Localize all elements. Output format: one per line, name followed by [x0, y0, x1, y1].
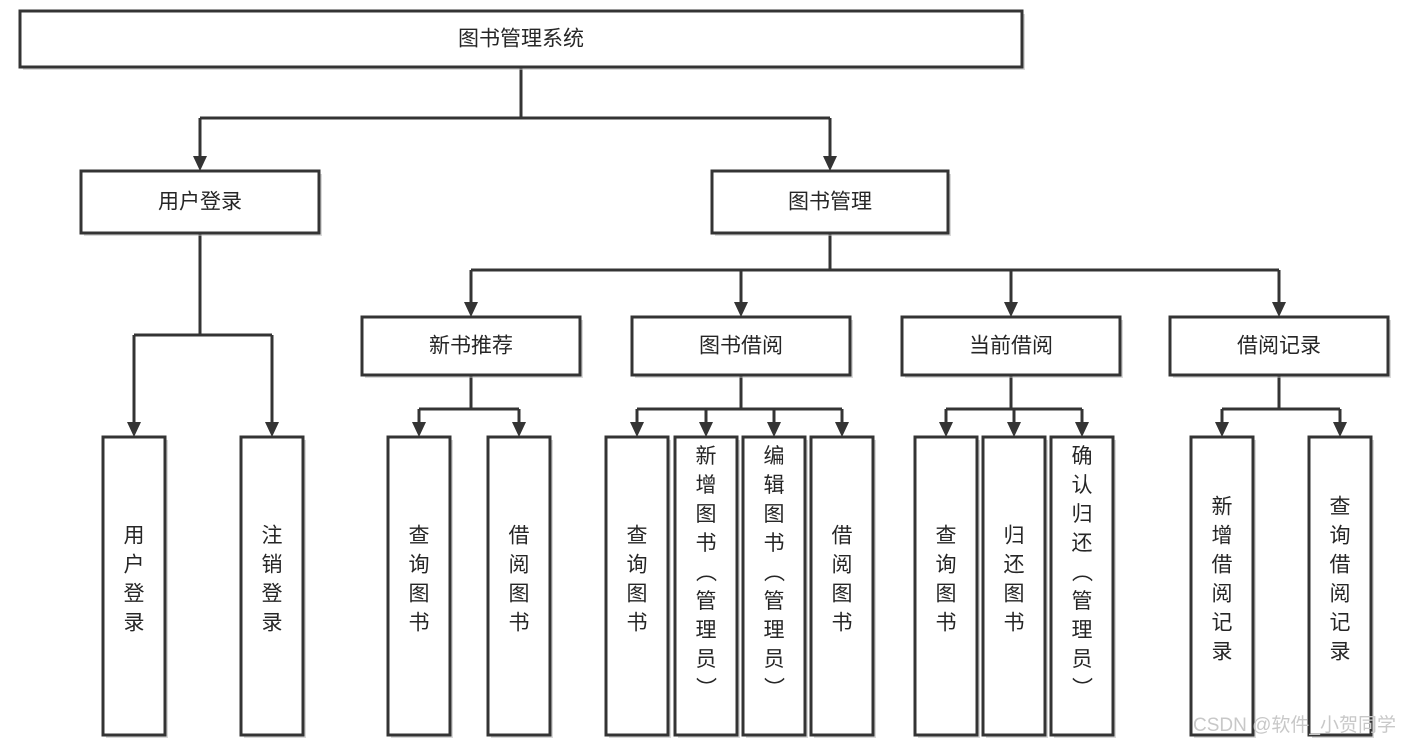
connector-arrowhead [1007, 422, 1021, 437]
node-label: 归还图书 [1004, 525, 1025, 635]
node-current-return-book[interactable]: 归还图书 [981, 435, 1048, 738]
connector-arrowhead [835, 422, 849, 437]
node-label: 借阅图书 [509, 525, 530, 635]
node-box[interactable] [360, 315, 582, 377]
node-box[interactable] [809, 435, 875, 737]
nodes-layer: 图书管理系统用户登录用户登录注销登录图书管理新书推荐查询图书借阅图书图书借阅查询… [18, 9, 1391, 738]
node-root[interactable]: 图书管理系统 [18, 9, 1025, 70]
node-box[interactable] [1168, 315, 1390, 377]
csdn-watermark: CSDN @软件_小贺同学 [1193, 714, 1396, 736]
node-box[interactable] [630, 315, 852, 377]
connector-arrowhead [464, 302, 478, 317]
node-box[interactable] [79, 169, 321, 235]
node-borrow-record[interactable]: 借阅记录 [1168, 315, 1391, 378]
connector-arrowhead [193, 156, 207, 171]
node-current-query-book[interactable]: 查询图书 [913, 435, 980, 738]
node-borrow-edit-book[interactable]: 编辑图书（管理员） [741, 435, 808, 738]
node-box[interactable] [604, 435, 670, 737]
connectors-layer [127, 67, 1347, 437]
node-borrow-query-book[interactable]: 查询图书 [604, 435, 671, 738]
node-box[interactable] [18, 9, 1024, 69]
node-label: 借阅记录 [1237, 335, 1321, 358]
node-label: 图书管理 [788, 191, 872, 214]
node-current-confirm-return[interactable]: 确认归还（管理员） [1049, 435, 1116, 738]
node-record-add[interactable]: 新增借阅记录 [1189, 435, 1256, 738]
node-book-borrow[interactable]: 图书借阅 [630, 315, 853, 378]
connector-arrowhead [939, 422, 953, 437]
node-user-login[interactable]: 用户登录 [79, 169, 322, 236]
node-user-login-leaf[interactable]: 用户登录 [101, 435, 168, 738]
node-label: 图书借阅 [699, 335, 783, 358]
node-recommend-borrow-book[interactable]: 借阅图书 [486, 435, 553, 738]
node-label: 查询图书 [936, 525, 957, 635]
node-label: 当前借阅 [969, 335, 1053, 358]
connector-arrowhead [127, 422, 141, 437]
node-box[interactable] [101, 435, 167, 737]
connector-arrowhead [1333, 422, 1347, 437]
connector-arrowhead [265, 422, 279, 437]
node-box[interactable] [386, 435, 452, 737]
node-box[interactable] [1307, 435, 1373, 737]
node-new-book-recommend[interactable]: 新书推荐 [360, 315, 583, 378]
connector-arrowhead [699, 422, 713, 437]
node-box[interactable] [486, 435, 552, 737]
node-box[interactable] [1049, 435, 1115, 737]
connector-arrowhead [630, 422, 644, 437]
connector-arrowhead [1215, 422, 1229, 437]
node-record-query[interactable]: 查询借阅记录 [1307, 435, 1374, 738]
node-box[interactable] [741, 435, 807, 737]
node-box[interactable] [239, 435, 305, 737]
node-label: 编辑图书（管理员） [764, 445, 786, 700]
connector-arrowhead [1272, 302, 1286, 317]
node-box[interactable] [710, 169, 950, 235]
node-label: 查询图书 [409, 525, 430, 635]
connector-arrowhead [767, 422, 781, 437]
node-label: 新书推荐 [429, 335, 513, 358]
connector-arrowhead [1004, 302, 1018, 317]
node-label: 查询图书 [627, 525, 648, 635]
node-user-logout-leaf[interactable]: 注销登录 [239, 435, 306, 738]
connector-arrowhead [1075, 422, 1089, 437]
node-label: 图书管理系统 [458, 28, 584, 51]
node-label: 确认归还（管理员） [1072, 445, 1094, 700]
node-borrow-add-book[interactable]: 新增图书（管理员） [673, 435, 740, 738]
connector-arrowhead [412, 422, 426, 437]
node-label: 用户登录 [158, 191, 242, 214]
node-borrow-borrow-book[interactable]: 借阅图书 [809, 435, 876, 738]
node-box[interactable] [900, 315, 1122, 377]
node-box[interactable] [981, 435, 1047, 737]
node-box[interactable] [673, 435, 739, 737]
node-book-manage[interactable]: 图书管理 [710, 169, 951, 236]
node-label: 查询借阅记录 [1330, 496, 1351, 664]
node-label: 借阅图书 [832, 525, 853, 635]
connector-arrowhead [734, 302, 748, 317]
node-label: 用户登录 [124, 525, 145, 635]
node-current-borrow[interactable]: 当前借阅 [900, 315, 1123, 378]
node-label: 新增图书（管理员） [696, 445, 718, 700]
node-label: 新增借阅记录 [1212, 496, 1233, 664]
node-recommend-query-book[interactable]: 查询图书 [386, 435, 453, 738]
connector-arrowhead [823, 156, 837, 171]
node-box[interactable] [913, 435, 979, 737]
node-box[interactable] [1189, 435, 1255, 737]
connector-arrowhead [512, 422, 526, 437]
node-label: 注销登录 [262, 525, 283, 635]
